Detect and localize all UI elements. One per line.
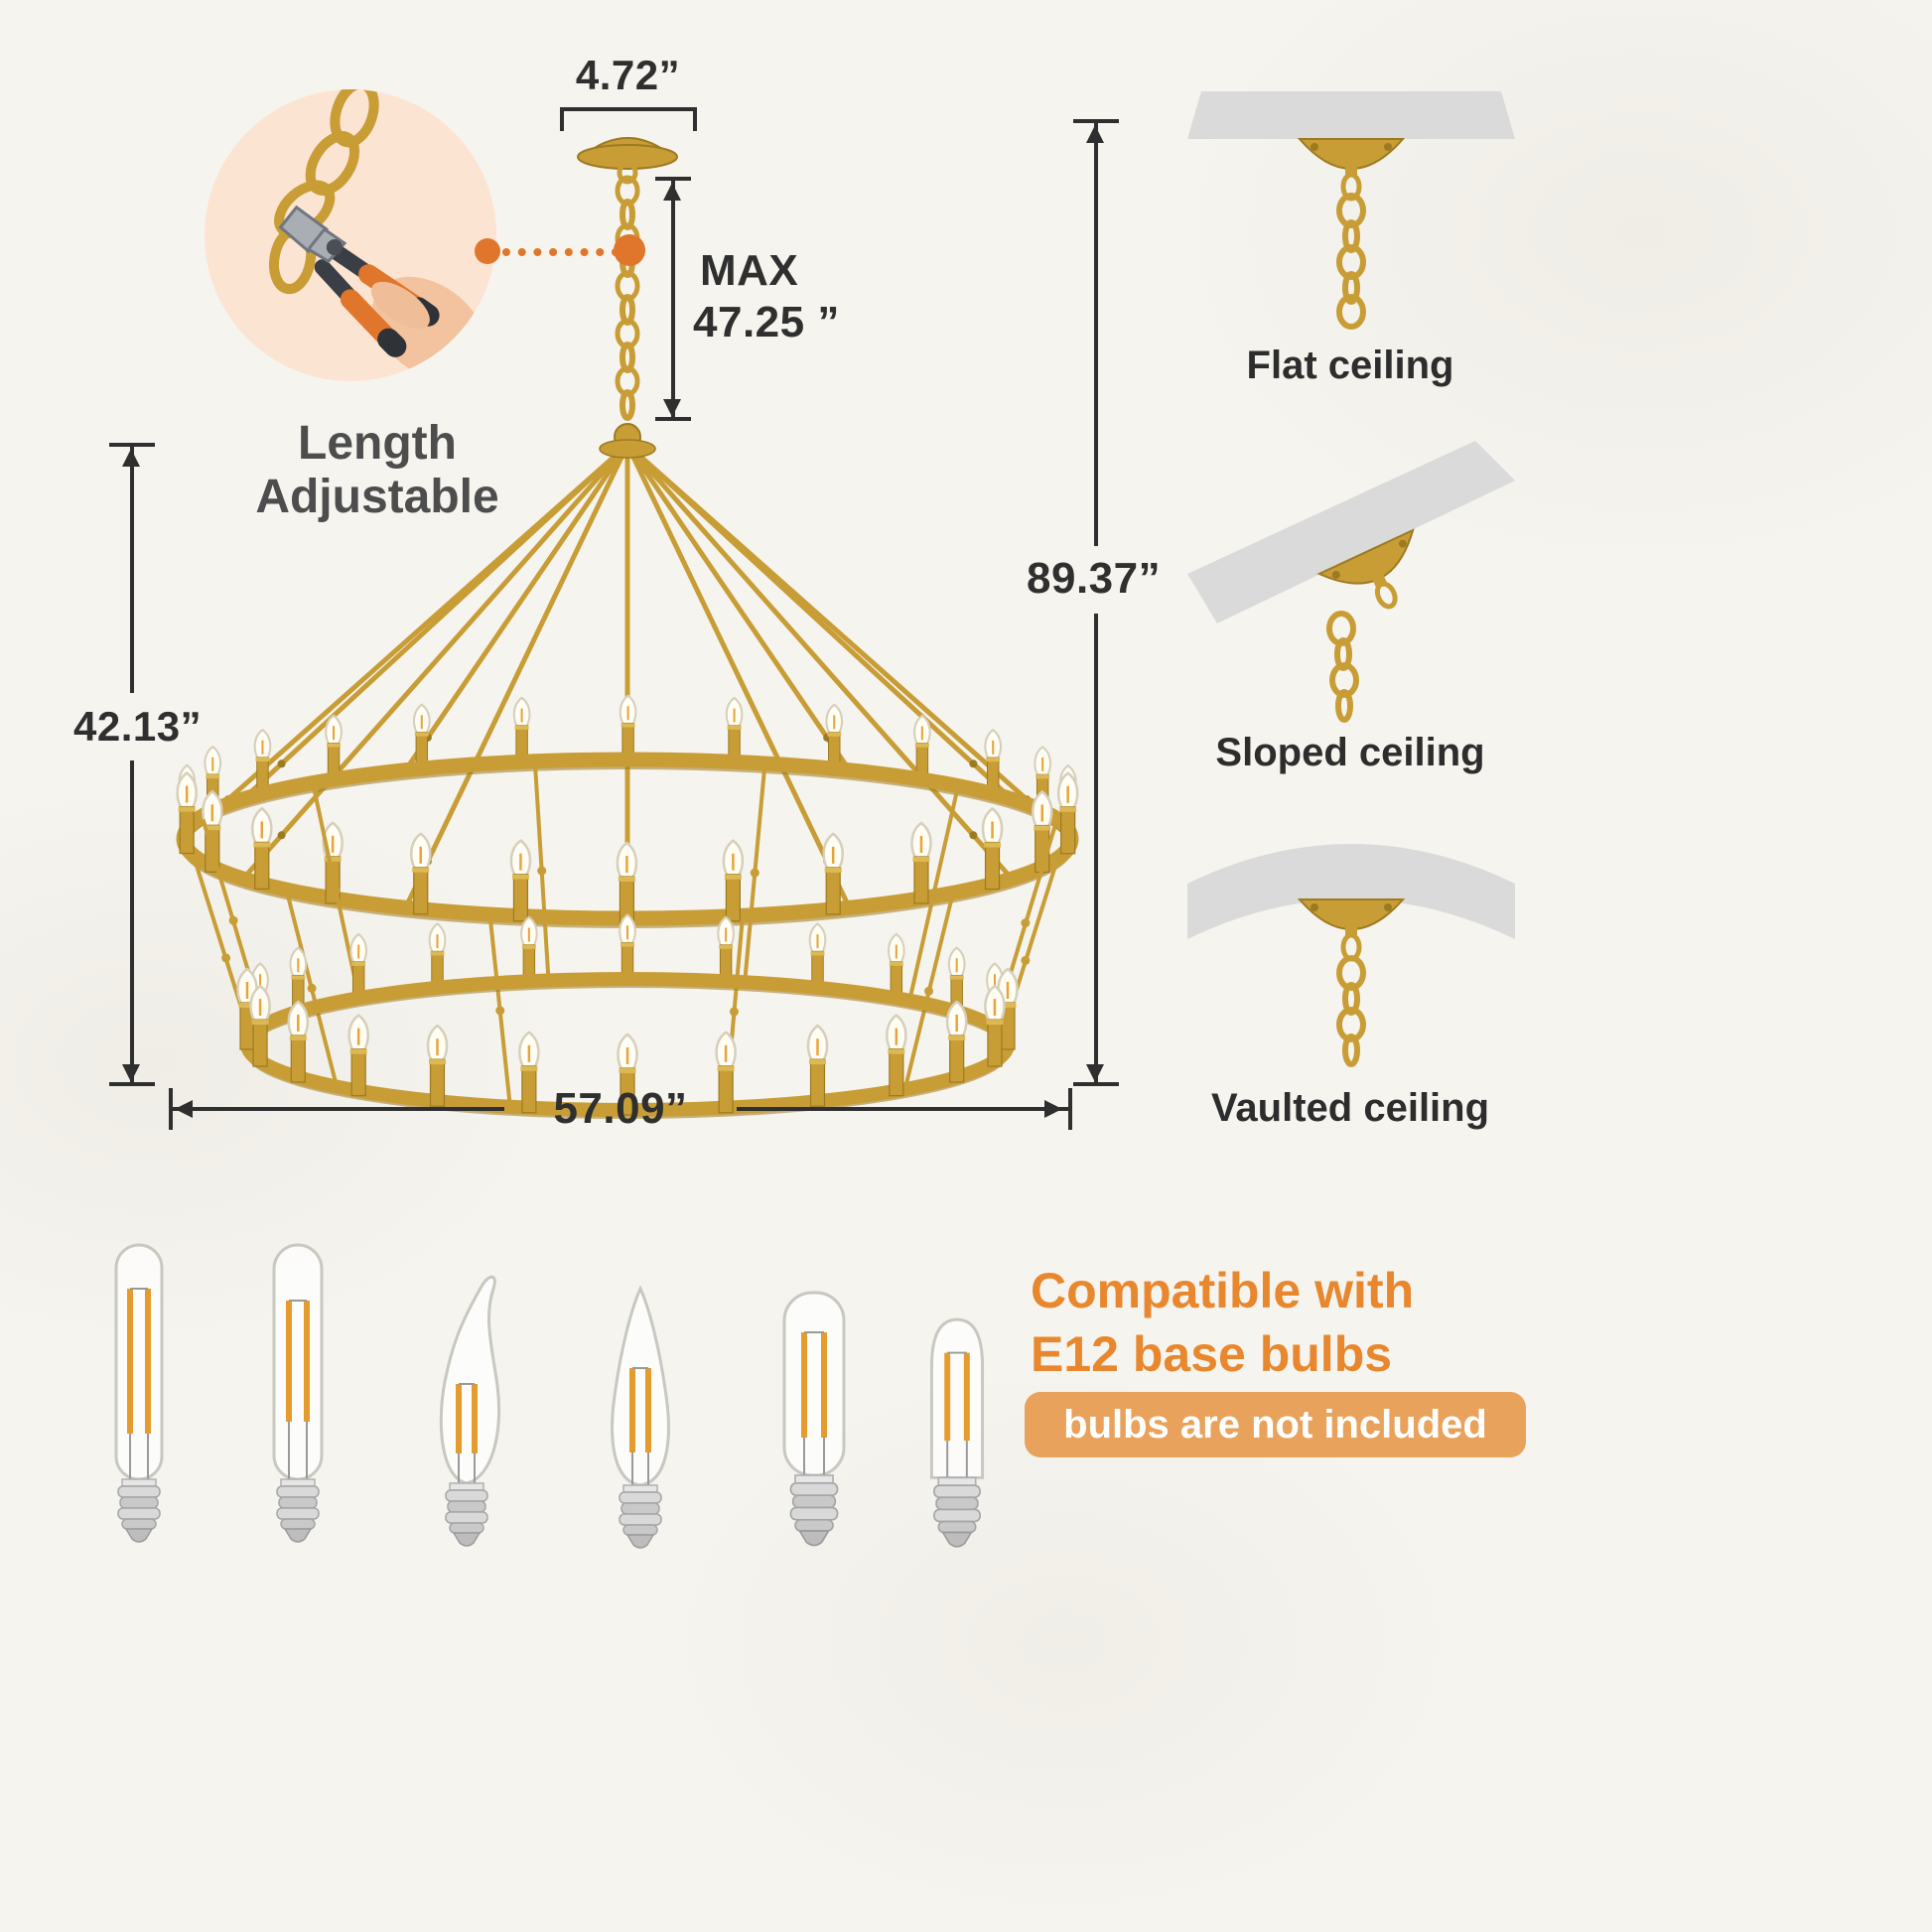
dim-overall-height-line — [1094, 119, 1098, 546]
dim-chain-line — [671, 177, 675, 421]
connector-dot-left — [475, 238, 500, 264]
dim-fixture-height-line — [130, 443, 134, 693]
connector-dot-right — [614, 234, 645, 266]
length-adjustable-label: Length Adjustable — [164, 417, 591, 524]
dim-chain-max-value: 47.25 ” — [693, 298, 840, 346]
chain-cutting-inset — [205, 89, 496, 381]
dim-overall-height-label: 89.37” — [1027, 554, 1162, 603]
dim-diameter-line — [171, 1107, 504, 1111]
flame-tip-candle-bulb-icon — [439, 1275, 501, 1547]
dotted-connector — [502, 248, 620, 256]
length-adjustable-line2: Adjustable — [255, 470, 499, 523]
pliers-cutting-chain-icon — [268, 89, 487, 381]
sloped-ceiling-icon — [1187, 441, 1515, 723]
short-tubular-bulb-icon — [782, 1291, 846, 1547]
bulbs-not-included-badge: bulbs are not included — [1025, 1392, 1526, 1457]
flat-ceiling-icon — [1187, 91, 1515, 330]
chandelier-illustration — [176, 137, 1079, 1119]
dim-diameter-label: 57.09” — [553, 1084, 688, 1133]
length-adjustable-line1: Length — [298, 417, 457, 470]
compatibility-line1: Compatible with — [1031, 1263, 1415, 1318]
round-top-bulb-icon — [929, 1317, 985, 1548]
dim-canopy-width-line — [560, 107, 697, 111]
dim-chain-max-label: MAX — [700, 246, 799, 295]
dim-fixture-height-label: 42.13” — [73, 703, 203, 750]
tubular-bulb-icon-2 — [272, 1243, 324, 1543]
ceiling-option-vaulted-label: Vaulted ceiling — [1210, 1086, 1490, 1130]
ceiling-option-sloped-label: Sloped ceiling — [1215, 731, 1485, 774]
ceiling-option-flat-label: Flat ceiling — [1246, 344, 1454, 387]
dim-canopy-width-label: 4.72” — [575, 52, 681, 98]
vaulted-ceiling-icon — [1187, 844, 1515, 1067]
compatibility-title: Compatible with E12 base bulbs — [1031, 1259, 1567, 1386]
tubular-bulb-icon-1 — [114, 1243, 164, 1543]
torpedo-candle-bulb-icon — [611, 1285, 670, 1549]
compatibility-line2: E12 base bulbs — [1031, 1326, 1393, 1382]
